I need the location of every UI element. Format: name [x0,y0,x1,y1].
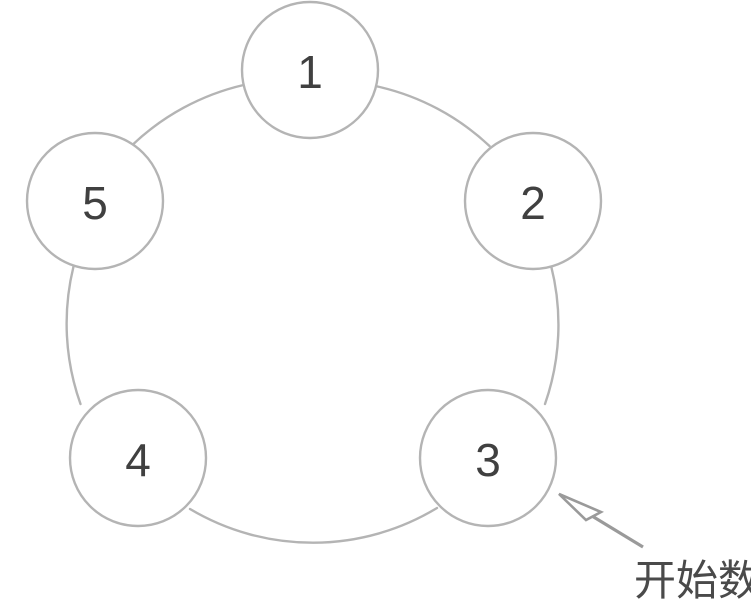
node-1-label: 1 [297,46,323,98]
node-4[interactable]: 4 [68,388,208,528]
arc-node3-node4 [188,506,439,544]
arc-node1-node2 [376,85,491,148]
arc-node5-node1 [130,83,245,147]
callout-pointer [558,492,644,549]
nodes-group: 1 2 3 4 5 [25,0,603,528]
node-1[interactable]: 1 [240,0,380,140]
node-3-circle[interactable] [418,388,558,528]
node-2-label: 2 [520,177,546,229]
arrow-head-icon [558,492,605,522]
node-3[interactable]: 3 [418,388,558,528]
arc-node4-node5 [65,265,82,406]
node-4-label: 4 [125,434,151,486]
node-4-circle[interactable] [68,388,208,528]
ring-arcs-group [65,83,560,544]
annotation-label: 开始数 [634,556,751,603]
node-2[interactable]: 2 [463,131,603,271]
arc-node2-node3 [543,264,560,406]
node-2-circle[interactable] [463,131,603,271]
node-5-label: 5 [82,177,108,229]
node-5[interactable]: 5 [25,131,165,271]
node-5-circle[interactable] [25,131,165,271]
arrow-shaft-line [591,514,644,549]
node-3-label: 3 [475,434,501,486]
node-1-circle[interactable] [240,0,380,140]
